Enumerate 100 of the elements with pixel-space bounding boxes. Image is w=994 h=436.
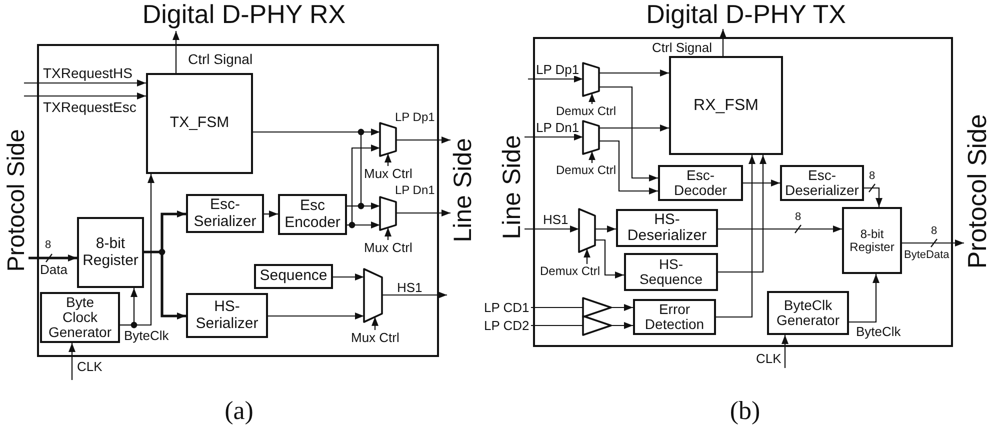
signal-arrow [599,70,669,76]
signal-arrow [264,210,278,218]
block-label: Esc- Deserializer [784,168,860,198]
signal-arrow [584,248,590,264]
side-label: Line Side [500,134,524,240]
bus-width-label: 8 [45,240,52,251]
signal-label: LP Dn1 [536,121,580,134]
signal-label: Mux Ctrl [364,241,412,254]
signal-label: Ctrl Signal [652,41,712,54]
block-label: Esc- Decoder [673,168,728,198]
panel-title: Digital D-PHY RX [142,1,346,27]
block-box [77,217,144,288]
signal-label: Demux Ctrl [556,105,616,117]
signal-label: Mux Ctrl [364,167,412,180]
signal-arrow [588,93,596,104]
signal-arrow [28,254,77,262]
block-label: RX_FSM [694,96,758,114]
signal-arrow [384,228,392,240]
signal-arrow [524,226,579,232]
signal-arrow [130,288,138,325]
signal-arrow [68,343,76,380]
signal-label: Demux Ctrl [540,265,600,277]
signal-arrow [396,136,450,144]
side-label: Line Side [450,138,476,242]
signal-arrow [160,210,186,252]
signal-arrow [524,134,583,140]
signal-arrow [718,226,842,232]
block-box [658,165,743,201]
signal-arrow [396,210,450,216]
block-box [669,56,783,155]
block-box [186,293,268,338]
block-label: HS- Deserializer [626,212,708,244]
signal-arrow [24,80,146,86]
signal-label: LP CD2 [484,319,530,332]
signal-label: LP Dn1 [395,184,435,196]
signal-arrow [24,92,146,100]
signal-arrow [372,316,378,330]
block-label: Error Detection [644,302,706,332]
block-label: Esc Encoder [284,198,342,231]
signal-label: Data [40,263,68,276]
bus-width-label: 8 [931,226,938,237]
block-box [254,264,333,289]
signal-arrow [782,335,788,368]
signal-arrow [352,222,380,228]
signal-label: ByteClk [856,325,901,338]
signal-label: ByteClk [124,329,169,342]
block-box [633,299,716,335]
signal-arrow [864,187,882,207]
signal-line [531,324,583,326]
signal-arrow [611,304,633,311]
panel-title: Digital D-PHY TX [646,1,846,27]
signal-line [360,132,362,206]
signal-arrow [595,226,616,232]
signal-arrow [160,252,186,320]
side-label: Protocol Side [4,128,28,272]
signal-label: TXRequestEsc [43,100,136,114]
block-box [616,209,718,247]
signal-line [531,306,583,308]
signal-label: LP CD1 [484,301,530,314]
signal-line [144,250,162,254]
signal-arrow [599,140,658,194]
signal-arrow [351,144,380,225]
signal-label: ByteData [904,250,950,261]
signal-arrow [268,312,364,320]
bus-width-label: 8 [869,171,876,182]
signal-arrow [384,154,392,166]
block-box [278,194,347,235]
block-label: 8-bit Register [82,236,140,269]
block-label: Byte Clock Generator [48,294,112,340]
signal-label: CLK [77,360,102,373]
mux-symbol [578,208,596,253]
panel-caption: (b) [730,398,760,424]
signal-arrow [611,322,633,329]
signal-label: HS1 [543,213,568,226]
block-box [842,207,902,274]
block-label: 8-bit Register [848,228,896,254]
side-label: Protocol Side [964,114,990,268]
signal-arrow [333,274,364,280]
signal-label: LP Dp1 [536,63,580,76]
block-label: Esc- Serializer [192,197,258,230]
signal-arrow [172,31,180,73]
signal-arrow [718,155,766,273]
signal-arrow [599,86,658,182]
signal-arrow [743,180,780,186]
mux-symbol [363,268,383,323]
signal-arrow [599,124,669,132]
signal-line [347,205,361,207]
block-box [624,253,718,291]
signal-arrow [720,29,726,56]
signal-label: HS1 [397,281,422,294]
block-label: HS- Sequence [638,256,704,288]
signal-label: Mux Ctrl [351,331,400,344]
signal-label: Demux Ctrl [556,164,616,176]
signal-line [253,131,361,133]
block-label: Sequence [260,268,328,285]
block-label: HS- Serializer [194,299,260,332]
signal-label: Ctrl Signal [188,52,253,66]
signal-line [120,324,134,326]
block-box [186,194,264,233]
mux-symbol [379,122,397,157]
